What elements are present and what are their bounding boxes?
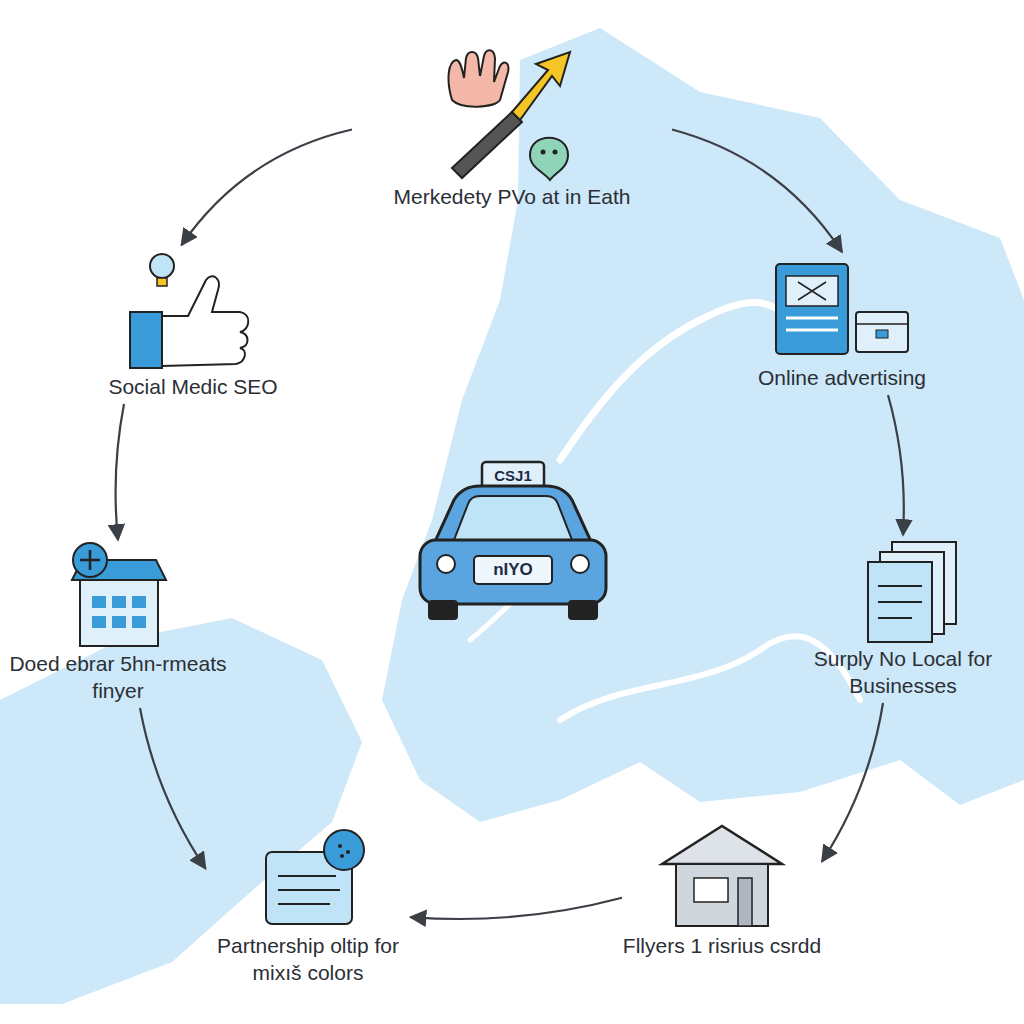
flow-arrow: [822, 703, 883, 862]
shop-icon: [72, 543, 166, 646]
flow-arrow: [411, 898, 623, 919]
flow-arrow: [140, 708, 206, 869]
step-node: Merkedety PVo at in Eath: [352, 45, 672, 214]
step-node: Partnership oltip for mixıš colors: [206, 828, 411, 990]
flow-arrow: [116, 404, 124, 540]
step-node: Fllyers 1 risrius csrdd: [622, 818, 822, 963]
step-label: Social Medic SEO: [78, 373, 308, 400]
step-node: Online advertising: [727, 252, 957, 395]
taxi-sign-text: CSJ1: [482, 466, 544, 485]
step-label: Online advertising: [727, 364, 957, 391]
marketing-icons: [449, 50, 570, 180]
partnership-icon: [266, 830, 364, 924]
step-label: Merkedety PVo at in Eath: [352, 183, 672, 210]
flow-arrow: [672, 130, 842, 253]
step-label: Surply No Local for Businesses: [803, 645, 1003, 699]
advertising-icon: [776, 264, 908, 354]
flow-arrow: [888, 395, 904, 535]
house-icon: [662, 826, 782, 926]
step-label: Doed ebrar 5hn-rmeats finyer: [8, 650, 228, 704]
thumbs-up-icon: [130, 254, 248, 368]
plate-text: nIYO: [474, 559, 552, 580]
step-node: Doed ebrar 5hn-rmeats finyer: [8, 540, 228, 708]
map-landmass: [382, 28, 1024, 822]
documents-icon: [868, 542, 956, 642]
flow-arrow: [182, 130, 353, 246]
step-node: Surply No Local for Businesses: [803, 535, 1003, 703]
step-label: Fllyers 1 risrius csrdd: [622, 932, 822, 959]
taxi-car: [420, 462, 606, 620]
step-label: Partnership oltip for mixıš colors: [206, 932, 411, 986]
step-node: Social Medic SEO: [78, 245, 308, 404]
